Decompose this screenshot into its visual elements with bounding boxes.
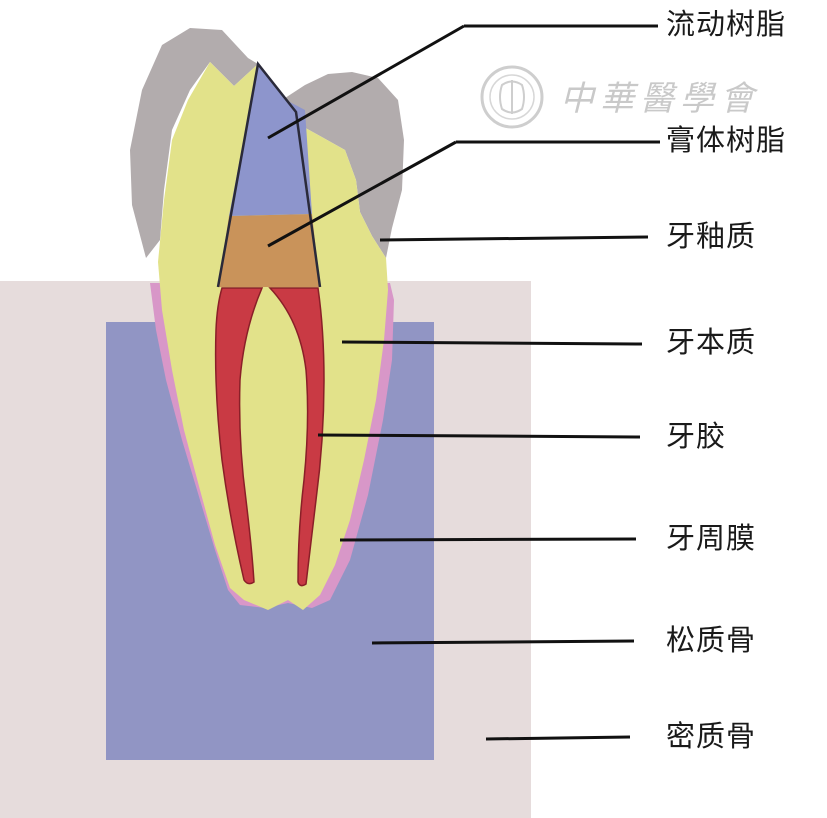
leader-line-enamel	[379, 235, 649, 242]
label-periodontal-ligament: 牙周膜	[666, 521, 757, 555]
label-enamel: 牙釉质	[666, 219, 757, 253]
label-cortical-bone: 密质骨	[666, 719, 757, 753]
leader-line-periodontal-ligament	[339, 537, 637, 542]
pulp-right-canal	[268, 287, 325, 587]
label-flowable-resin: 流动树脂	[666, 7, 787, 41]
leader-line-cancellous-bone	[371, 639, 635, 645]
leader-line-pulp	[317, 433, 641, 439]
leader-line-cortical-bone	[485, 735, 631, 741]
enamel-region	[130, 28, 404, 258]
leader-line-dentin	[341, 340, 643, 346]
label-pulp: 牙胶	[666, 419, 727, 453]
label-dentin: 牙本质	[666, 325, 757, 359]
flowable-resin-region	[229, 64, 312, 216]
leader-line-flowable-resin	[267, 24, 465, 140]
watermark-text: 中華醫學會	[560, 79, 760, 119]
label-cancellous-bone: 松质骨	[666, 623, 757, 657]
pulp-left-canal	[214, 287, 264, 585]
dentin-region	[158, 62, 388, 610]
leader-line-paste-resin	[267, 140, 457, 248]
watermark-logo	[480, 65, 544, 129]
label-paste-resin: 膏体树脂	[666, 123, 787, 157]
preparation-outline	[216, 61, 322, 288]
